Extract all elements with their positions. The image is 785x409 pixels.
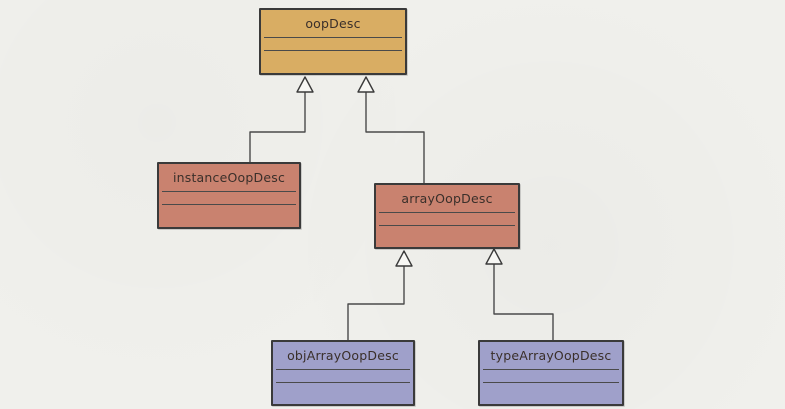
class-box-oopdesc: oopDesc: [259, 8, 407, 75]
class-name: oopDesc: [305, 16, 361, 31]
methods-compartment: [483, 382, 619, 395]
connector-instance-to-oopdesc: [249, 91, 306, 163]
methods-compartment: [162, 204, 296, 217]
attributes-compartment: [162, 191, 296, 204]
connector-objarray-to-arrayoopdesc: [347, 265, 405, 341]
inheritance-arrowhead: [485, 248, 503, 265]
inheritance-arrowhead: [357, 76, 375, 93]
class-box-arrayoopdesc: arrayOopDesc: [374, 183, 520, 249]
connector-array-to-oopdesc: [365, 91, 425, 184]
class-box-typearrayoopdesc: typeArrayOopDesc: [478, 340, 624, 406]
class-name: arrayOopDesc: [401, 191, 493, 206]
methods-compartment: [379, 225, 515, 238]
class-name: typeArrayOopDesc: [490, 348, 612, 363]
class-name: instanceOopDesc: [172, 170, 286, 185]
attributes-compartment: [483, 369, 619, 382]
attributes-compartment: [379, 212, 515, 225]
methods-compartment: [276, 382, 410, 395]
class-box-instanceoopdesc: instanceOopDesc: [157, 162, 301, 229]
attributes-compartment: [264, 37, 402, 50]
connector-typearray-to-arrayoopdesc: [493, 263, 554, 341]
class-box-objarrayoopdesc: objArrayOopDesc: [271, 340, 415, 406]
inheritance-arrowhead: [395, 250, 413, 267]
class-name: objArrayOopDesc: [287, 348, 399, 363]
inheritance-arrowhead: [296, 76, 314, 93]
attributes-compartment: [276, 369, 410, 382]
methods-compartment: [264, 50, 402, 63]
